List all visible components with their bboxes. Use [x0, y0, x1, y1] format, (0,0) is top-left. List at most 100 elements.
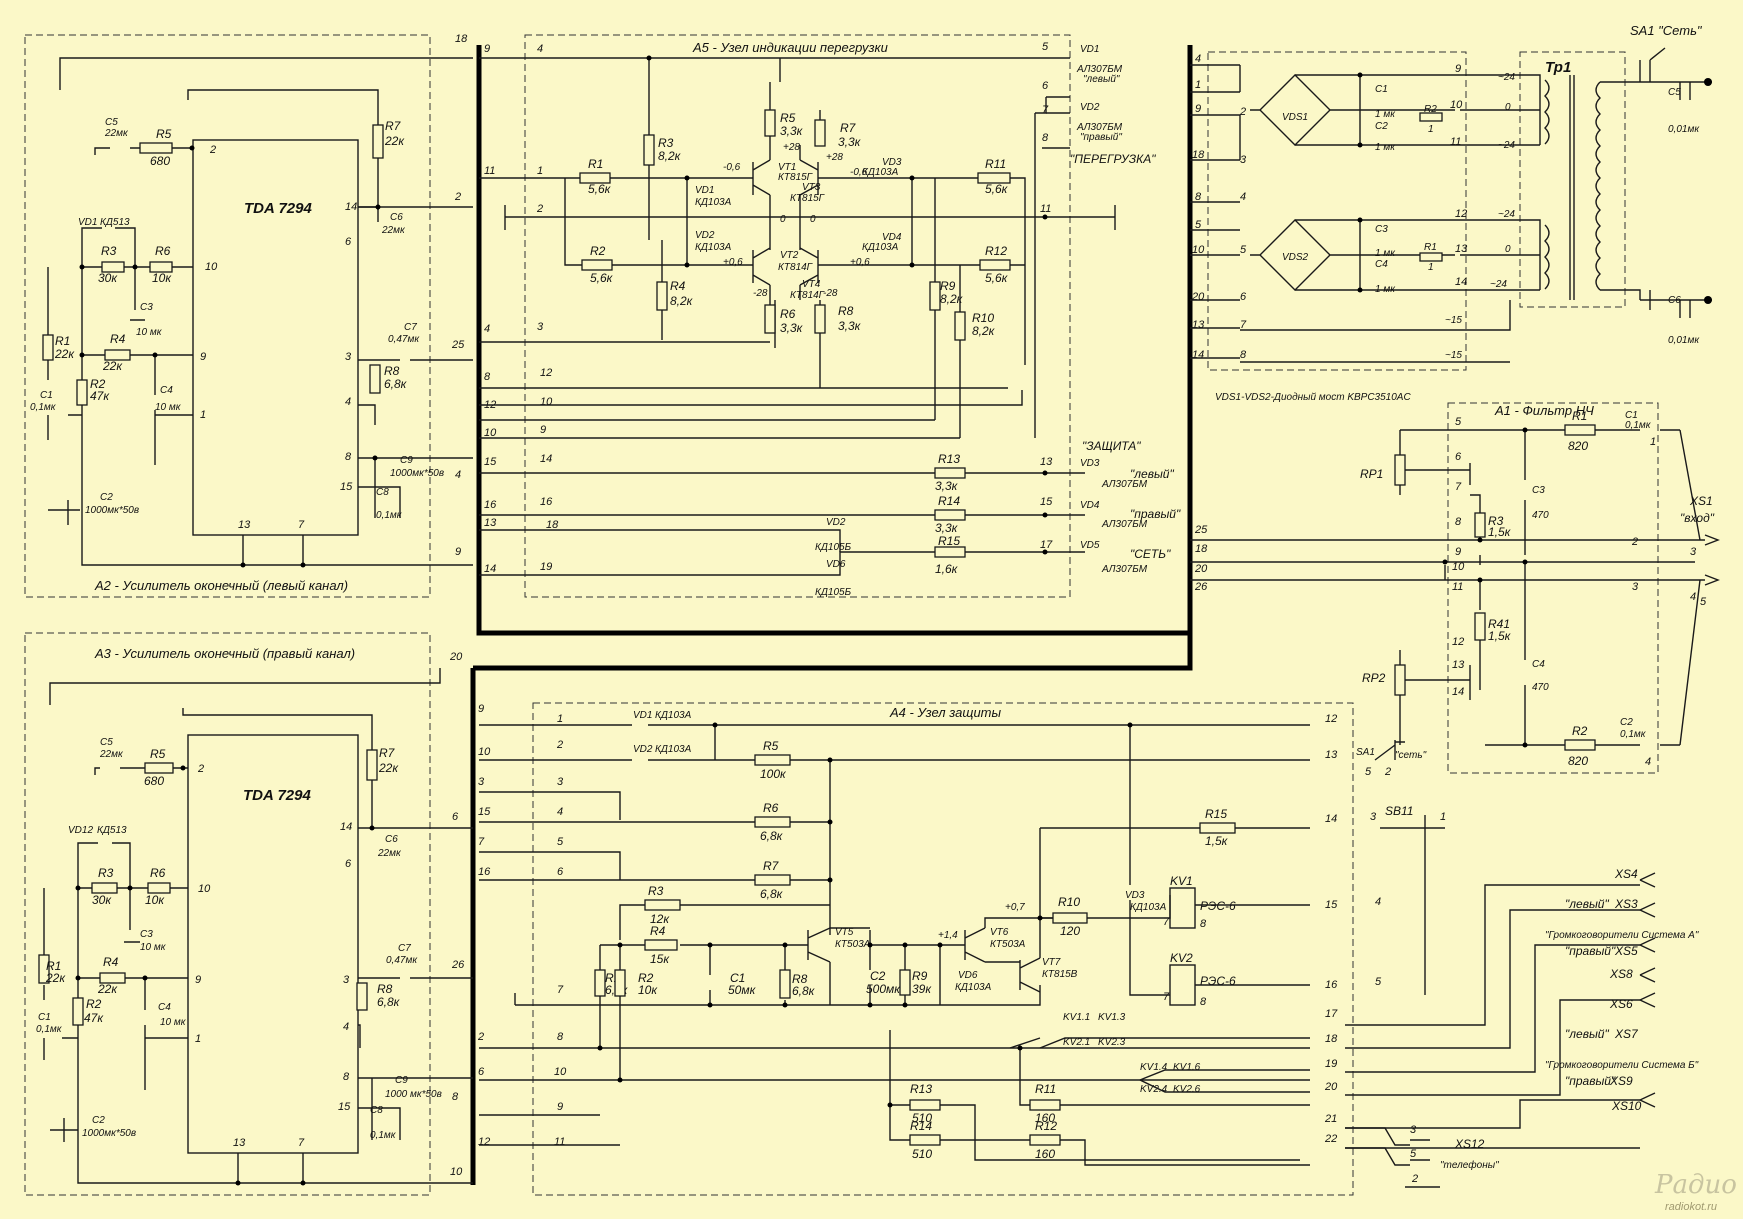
svg-text:4: 4	[1375, 896, 1381, 908]
svg-text:КД103А: КД103А	[695, 197, 732, 208]
svg-text:КД513: КД513	[100, 217, 130, 228]
svg-text:2: 2	[209, 144, 216, 156]
svg-text:XS8: XS8	[1609, 967, 1633, 981]
svg-text:КТ814Г: КТ814Г	[790, 290, 826, 301]
svg-text:8: 8	[1195, 191, 1202, 203]
svg-text:0,1мк: 0,1мк	[1620, 729, 1647, 740]
svg-text:R7: R7	[385, 119, 402, 133]
svg-text:XS9: XS9	[1609, 1074, 1633, 1088]
svg-text:R4: R4	[103, 955, 119, 969]
svg-text:VD2: VD2	[826, 517, 846, 528]
svg-text:R3: R3	[101, 244, 117, 258]
svg-text:7: 7	[298, 1137, 305, 1149]
svg-text:R41: R41	[1488, 617, 1510, 631]
svg-text:5: 5	[1365, 766, 1372, 778]
svg-text:4: 4	[455, 469, 461, 481]
sys-a-right-label: "правый"	[1565, 944, 1616, 958]
svg-text:КТ815Г: КТ815Г	[778, 172, 814, 183]
svg-text:9: 9	[540, 424, 546, 436]
svg-text:R3: R3	[1488, 514, 1504, 528]
svg-text:7: 7	[1240, 319, 1247, 331]
svg-text:C1: C1	[730, 971, 745, 985]
svg-text:1: 1	[1650, 436, 1656, 448]
svg-text:9: 9	[1195, 103, 1201, 115]
svg-text:3: 3	[1410, 1124, 1417, 1136]
svg-text:C7: C7	[398, 943, 411, 954]
svg-text:1: 1	[195, 1033, 201, 1045]
svg-text:10: 10	[1452, 561, 1465, 573]
svg-text:0: 0	[1505, 244, 1511, 255]
svg-text:15: 15	[338, 1101, 351, 1113]
block-a5-box	[524, 34, 1071, 598]
svg-text:VD4: VD4	[1080, 500, 1100, 511]
svg-text:КД513: КД513	[97, 825, 127, 836]
svg-text:1000мк*50в: 1000мк*50в	[390, 468, 444, 479]
svg-text:120: 120	[1060, 924, 1080, 938]
svg-text:C2: C2	[92, 1115, 105, 1126]
svg-text:10к: 10к	[145, 893, 165, 907]
svg-text:8: 8	[1200, 918, 1207, 930]
svg-text:6,8к: 6,8к	[760, 829, 784, 843]
svg-text:8: 8	[1240, 349, 1247, 361]
svg-text:VD12: VD12	[68, 825, 93, 836]
svg-text:C1: C1	[40, 390, 53, 401]
main-bus-upper	[476, 45, 1193, 636]
svg-text:10: 10	[554, 1066, 567, 1078]
svg-text:10: 10	[1450, 99, 1463, 111]
svg-text:C2: C2	[870, 969, 886, 983]
svg-text:5: 5	[1240, 244, 1247, 256]
svg-text:11: 11	[554, 1136, 565, 1148]
svg-text:7: 7	[1163, 991, 1170, 1003]
svg-text:4: 4	[1690, 591, 1696, 603]
svg-text:1: 1	[1428, 262, 1434, 273]
svg-text:6: 6	[452, 811, 459, 823]
svg-text:10: 10	[205, 261, 218, 273]
svg-text:C1: C1	[1625, 410, 1638, 421]
svg-text:8: 8	[1455, 516, 1462, 528]
svg-text:3: 3	[343, 974, 350, 986]
svg-text:15: 15	[1040, 496, 1053, 508]
svg-text:39к: 39к	[912, 982, 932, 996]
svg-text:РЭС-6: РЭС-6	[1200, 974, 1236, 988]
svg-text:XS10: XS10	[1611, 1099, 1642, 1113]
svg-text:R2: R2	[86, 997, 102, 1011]
svg-text:4: 4	[484, 323, 490, 335]
svg-text:VD3: VD3	[1080, 458, 1100, 469]
svg-text:R6: R6	[155, 244, 171, 258]
svg-text:8: 8	[1042, 132, 1049, 144]
svg-text:8: 8	[452, 1091, 459, 1103]
svg-text:R2: R2	[90, 377, 106, 391]
svg-text:26: 26	[451, 959, 465, 971]
svg-text:R1: R1	[55, 334, 70, 348]
svg-text:16: 16	[484, 499, 497, 511]
svg-text:12к: 12к	[650, 912, 670, 926]
svg-text:1000мк*50в: 1000мк*50в	[85, 505, 139, 516]
svg-text:0,01мк: 0,01мк	[1668, 335, 1700, 346]
svg-text:C3: C3	[140, 302, 153, 313]
svg-text:VD6: VD6	[826, 559, 846, 570]
svg-text:C6: C6	[385, 834, 398, 845]
svg-text:C2: C2	[1375, 121, 1388, 132]
svg-text:20: 20	[449, 651, 463, 663]
svg-text:1: 1	[1428, 124, 1434, 135]
svg-text:R11: R11	[985, 157, 1006, 171]
svg-text:7: 7	[557, 984, 564, 996]
svg-text:KV1.6: KV1.6	[1173, 1062, 1201, 1073]
svg-text:10 мк: 10 мк	[155, 402, 182, 413]
svg-text:22мк: 22мк	[381, 225, 406, 236]
svg-text:6: 6	[1455, 451, 1462, 463]
svg-text:22мк: 22мк	[377, 848, 402, 859]
svg-text:4: 4	[1645, 756, 1651, 768]
svg-text:6: 6	[345, 858, 352, 870]
svg-text:16: 16	[540, 496, 553, 508]
svg-text:6: 6	[557, 866, 564, 878]
svg-text:3: 3	[557, 776, 564, 788]
svg-text:13: 13	[1325, 749, 1338, 761]
svg-text:XS7: XS7	[1614, 1027, 1639, 1041]
svg-text:13: 13	[1455, 243, 1468, 255]
svg-text:14: 14	[1455, 276, 1467, 288]
svg-text:15: 15	[478, 806, 491, 818]
svg-text:R2: R2	[638, 971, 654, 985]
svg-text:10 мк: 10 мк	[140, 942, 167, 953]
